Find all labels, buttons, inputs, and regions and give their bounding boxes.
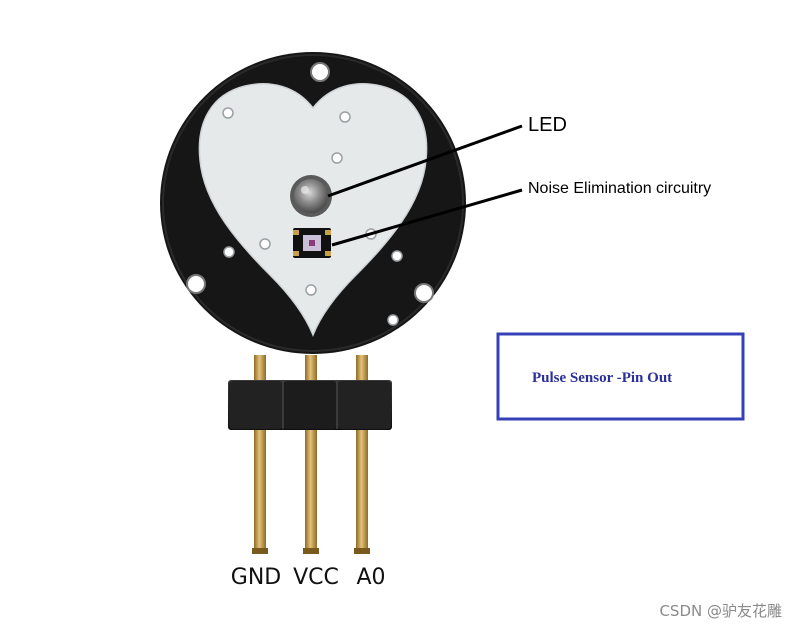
pin-a0-leg [356, 395, 368, 553]
led-component [290, 175, 332, 217]
led-callout-line [327, 124, 523, 198]
mount-hole-top [310, 62, 330, 82]
pin-gnd-leg [254, 395, 266, 553]
pin-header-block [228, 380, 392, 430]
vias [222, 107, 403, 326]
pinout-info-box: Pulse Sensor -Pin Out [496, 332, 745, 421]
pin-label-a0: A0 [356, 565, 385, 590]
pin-labels: GND VCC A0 [231, 565, 386, 590]
led-label: LED [528, 114, 567, 136]
pin-label-gnd: GND [231, 565, 281, 590]
noise-callout-line [331, 188, 523, 247]
mounting-holes [186, 62, 434, 303]
pin-label-vcc: VCC [293, 565, 339, 590]
pinout-box-title: Pulse Sensor -Pin Out [532, 370, 672, 386]
pin-vcc-leg [305, 395, 317, 553]
noise-chip [293, 228, 331, 258]
mount-hole-right [414, 283, 434, 303]
watermark: CSDN @驴友花雕 [659, 602, 782, 620]
noise-elimination-label: Noise Elimination circuitry [528, 180, 711, 197]
header-pins [252, 395, 370, 554]
mount-hole-left [186, 274, 206, 294]
